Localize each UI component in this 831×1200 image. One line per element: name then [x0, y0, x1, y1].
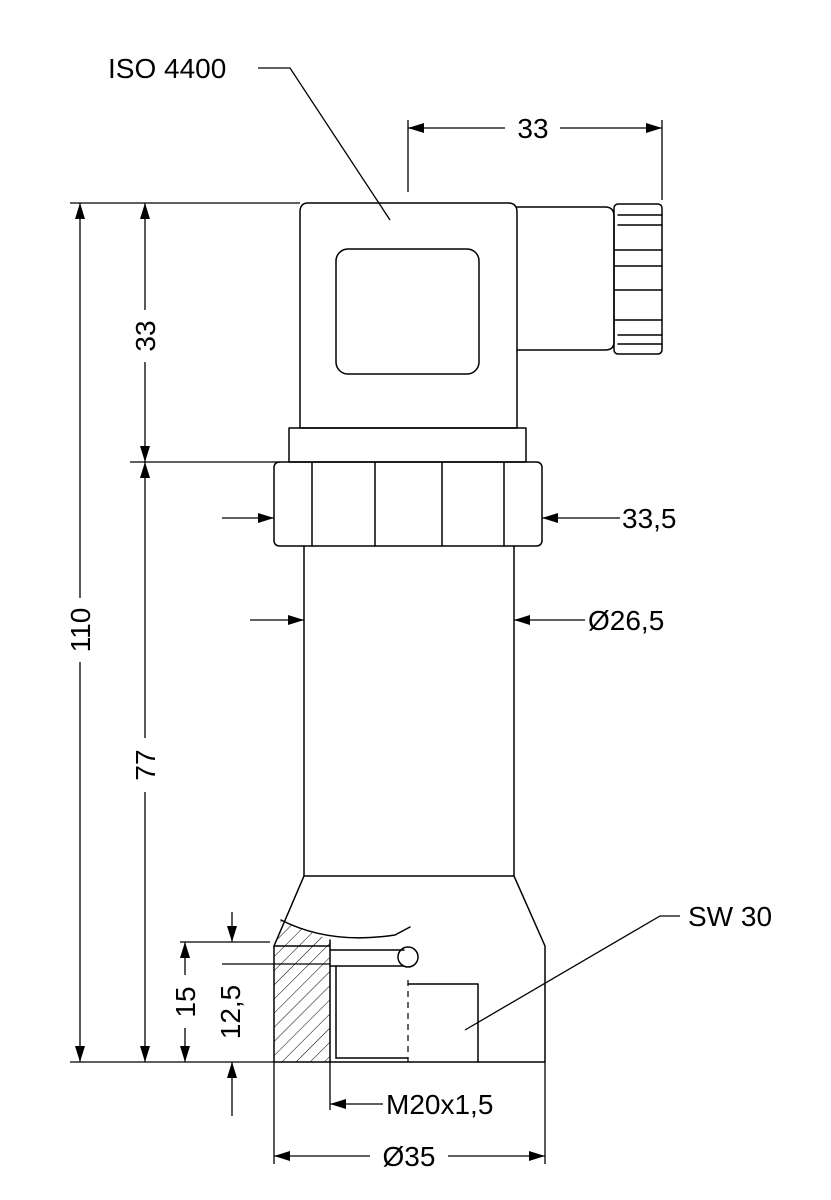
label-thread: M20x1,5 — [386, 1089, 493, 1120]
label-width-connector: 33 — [517, 113, 548, 144]
lower-fitting — [273, 875, 546, 1063]
label-connector: ISO 4400 — [108, 53, 226, 84]
hex-nut — [273, 461, 543, 547]
cylinder-body — [303, 545, 515, 877]
collar — [288, 427, 527, 463]
label-hex-width: 33,5 — [622, 503, 677, 534]
connector-head — [299, 202, 663, 429]
label-body-diameter: Ø26,5 — [588, 605, 664, 636]
label-total-height: 110 — [65, 608, 96, 653]
label-thread-depth-2: 12,5 — [215, 985, 246, 1040]
label-wrench-size: SW 30 — [688, 901, 772, 932]
labels: ISO 4400 33 33 110 77 33,5 Ø26,5 SW 30 1… — [65, 53, 772, 1172]
label-thread-depth-1: 15 — [170, 986, 201, 1017]
dimensions — [70, 67, 680, 1164]
label-height-connector: 33 — [130, 320, 161, 351]
label-body-height: 77 — [130, 749, 161, 780]
label-base-diameter: Ø35 — [383, 1141, 436, 1172]
